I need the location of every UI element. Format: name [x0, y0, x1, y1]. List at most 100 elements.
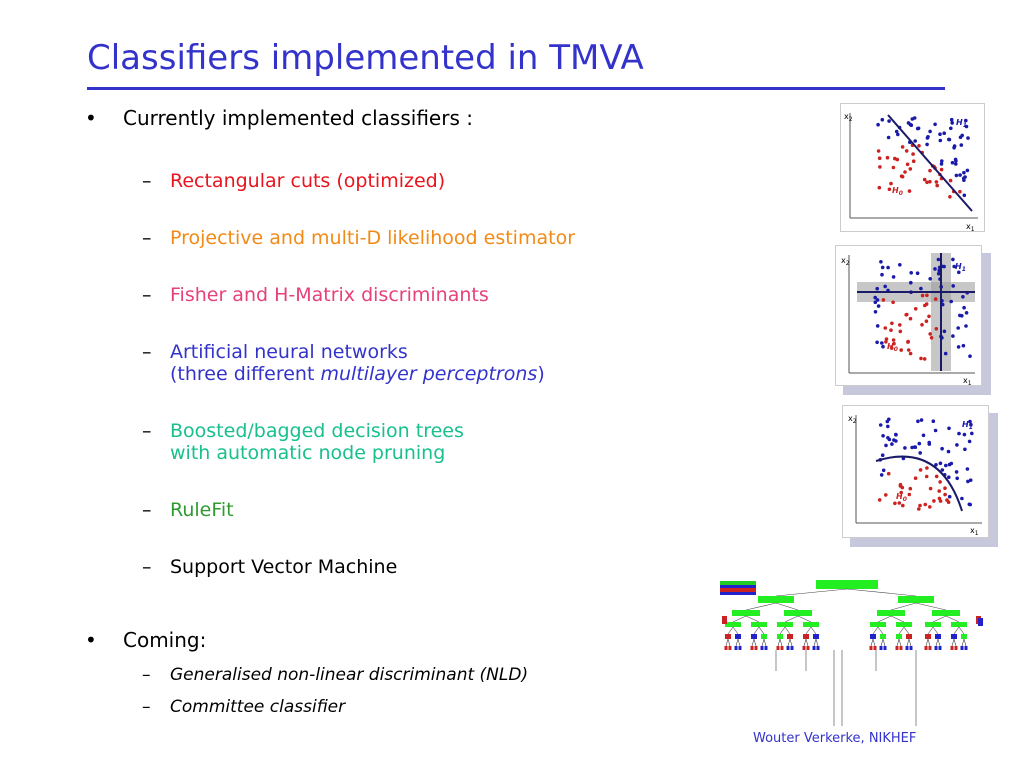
signal-dot [947, 426, 951, 431]
scatter-nonlinear-figure: x2 x1 H1 H0 [842, 405, 998, 547]
tree-node [735, 634, 741, 639]
signal-dot [950, 121, 954, 125]
signal-dot [949, 461, 954, 466]
tree-edge [872, 638, 876, 647]
tree-edge [753, 626, 760, 635]
signal-dot [962, 432, 967, 437]
signal-dot [966, 479, 970, 484]
tree-edge [903, 626, 910, 635]
background-dot [893, 156, 897, 161]
background-dot [904, 149, 909, 153]
signal-dot [879, 473, 884, 477]
background-dot [883, 326, 888, 330]
tree-edge [751, 638, 755, 647]
background-dot [928, 168, 932, 173]
background-dot [900, 174, 905, 179]
background-dot [924, 319, 929, 323]
tree-edge [810, 626, 817, 635]
tree-edge [945, 615, 960, 623]
background-dot [905, 162, 910, 167]
legend-bar [720, 592, 756, 595]
tree-node [883, 646, 887, 650]
tree-node [898, 596, 934, 603]
tree-edge [732, 615, 747, 623]
tree-edge [958, 626, 965, 635]
bullet-dot-icon: • [85, 628, 97, 652]
signal-dot [963, 447, 967, 452]
tree-node [780, 646, 784, 650]
tree-node [896, 634, 902, 639]
tree-node [758, 596, 794, 603]
signal-dot [954, 470, 959, 474]
signal-dot [880, 272, 884, 277]
background-dot [928, 486, 933, 491]
tree-node [895, 646, 899, 650]
signal-dot [952, 264, 956, 269]
tree-node [934, 646, 938, 650]
signal-dot [970, 431, 974, 436]
tree-node [928, 646, 932, 650]
background-dot [904, 313, 908, 317]
signal-dot [873, 310, 878, 314]
signal-dot [917, 441, 922, 446]
tree-edge [935, 638, 939, 647]
background-dot [913, 476, 918, 480]
signal-dot [919, 286, 923, 291]
tree-node [750, 646, 754, 650]
background-dot [928, 179, 932, 184]
bullet-current-text: Currently implemented classifiers : [123, 106, 473, 130]
signal-dot [951, 257, 955, 262]
tree-edge [813, 638, 817, 647]
item-fisher-text: Fisher and H-Matrix discriminants [170, 284, 489, 306]
item-ann-line2-post: ) [537, 363, 545, 385]
tree-node [751, 634, 757, 639]
item-ann: –Artificial neural networks (three diffe… [142, 341, 545, 385]
signal-dot [934, 463, 938, 467]
tree-node [870, 634, 876, 639]
tree-node [869, 646, 873, 650]
background-dot [890, 321, 894, 326]
signal-dot [951, 284, 955, 288]
background-dot [899, 348, 903, 352]
tree-node [784, 610, 812, 616]
title-underline [87, 87, 945, 90]
signal-dot [964, 324, 968, 328]
axis-y-label: x2 [844, 112, 853, 123]
signal-dot [953, 157, 958, 162]
signal-dot [894, 129, 899, 134]
signal-dot [919, 418, 924, 422]
tree-edge [758, 626, 765, 635]
signal-dot [963, 175, 967, 179]
tree-node [812, 646, 816, 650]
background-dot [922, 177, 927, 182]
background-dot [922, 357, 927, 361]
tree-edge [805, 626, 812, 635]
signal-dot [949, 117, 954, 122]
signal-dot [933, 428, 938, 433]
tree-edge [882, 638, 886, 647]
tree-node [803, 622, 819, 627]
background-dot [901, 503, 905, 508]
tree-node [776, 646, 780, 650]
signal-dot [954, 173, 959, 178]
label-h1: H1 [962, 420, 973, 431]
signal-dot [958, 313, 962, 318]
tree-edge [789, 638, 793, 647]
signal-dot [942, 264, 946, 269]
tree-node [905, 646, 909, 650]
slide-title: Classifiers implemented in TMVA [87, 38, 644, 78]
background-dot [889, 346, 894, 350]
signal-dot [894, 439, 898, 443]
background-dot [934, 474, 939, 479]
tree-edge [877, 626, 884, 635]
background-dot [887, 187, 892, 192]
signal-dot [947, 494, 952, 499]
signal-dot [938, 461, 943, 466]
item-bdt-line2: with automatic node pruning [170, 442, 446, 464]
bullet-dot-icon: • [85, 106, 97, 130]
tree-edge [925, 638, 929, 647]
item-rulefit-text: RuleFit [170, 499, 234, 521]
background-dot [900, 145, 905, 149]
signal-dot [925, 142, 929, 147]
signal-dot [949, 299, 953, 304]
